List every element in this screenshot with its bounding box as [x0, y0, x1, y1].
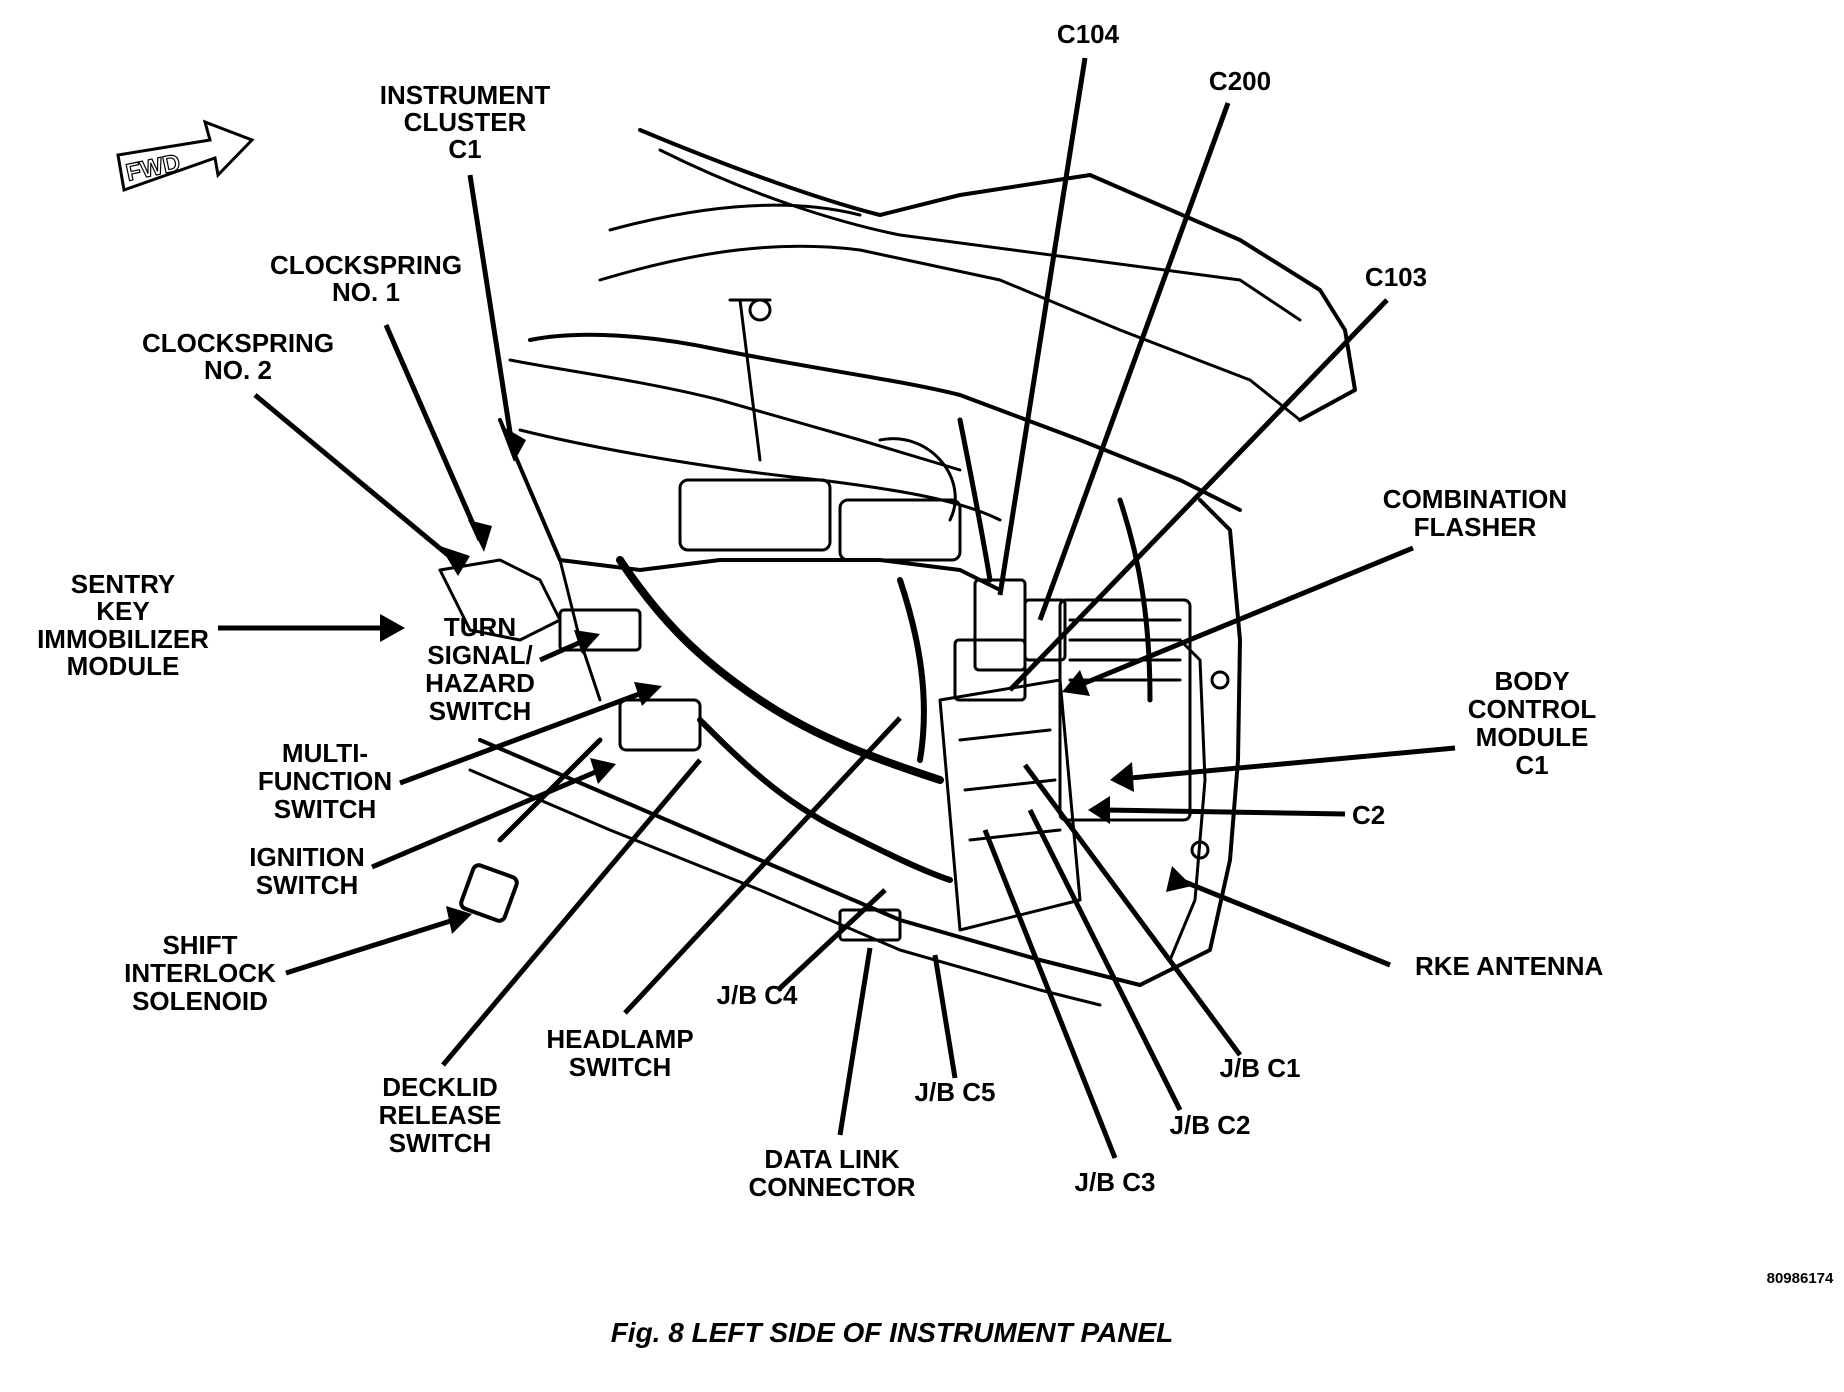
- label-turn-signal-line3: HAZARD: [425, 668, 535, 698]
- label-turn-signal-line4: SWITCH: [429, 696, 532, 726]
- leader-headlamp-switch: [623, 716, 902, 1015]
- label-body-control-line1: BODY: [1494, 666, 1569, 696]
- label-headlamp-switch-line2: SWITCH: [569, 1052, 672, 1082]
- leader-c2: [1104, 807, 1346, 817]
- label-jb-c1: J/B C1: [1220, 1053, 1301, 1083]
- label-sentry-key-line4: MODULE: [67, 651, 180, 681]
- leader-shift-interlock: [285, 915, 461, 976]
- arrowhead-clockspring-no2: [440, 546, 470, 576]
- arrowhead-clockspring-no1: [468, 520, 492, 552]
- label-combination-flasher-line1: COMBINATION: [1383, 484, 1567, 514]
- label-c200: C200: [1209, 66, 1271, 96]
- labels: INSTRUMENT CLUSTER C1 CLOCKSPRING NO. 1 …: [37, 19, 1603, 1202]
- label-clockspring-no1-line2: NO. 1: [332, 277, 400, 307]
- arrowhead-sentry-key: [380, 614, 405, 642]
- label-body-control-line2: CONTROL: [1468, 694, 1597, 724]
- leader-clockspring-no2: [253, 393, 462, 567]
- label-decklid-release-line1: DECKLID: [382, 1072, 498, 1102]
- label-jb-c2: J/B C2: [1170, 1110, 1251, 1140]
- leader-data-link: [837, 947, 873, 1136]
- leader-jb-c1: [1022, 763, 1243, 1057]
- leader-jb-c5: [932, 954, 958, 1079]
- arrowhead-c2: [1088, 796, 1110, 824]
- label-instrument-cluster-c1-line2: CLUSTER: [404, 107, 527, 137]
- leader-combination-flasher: [1079, 545, 1414, 688]
- leader-jb-c2: [1027, 808, 1183, 1112]
- label-c103: C103: [1365, 262, 1427, 292]
- label-multi-function-line3: SWITCH: [274, 794, 377, 824]
- label-combination-flasher-line2: FLASHER: [1414, 512, 1537, 542]
- label-c104: C104: [1057, 19, 1120, 49]
- leader-multi-function: [399, 687, 651, 786]
- label-turn-signal-line2: SIGNAL/: [427, 640, 532, 670]
- arrowhead-ignition-switch: [590, 758, 616, 784]
- forward-arrow-icon: FWD: [116, 119, 255, 193]
- leader-ignition-switch: [371, 765, 606, 870]
- label-body-control-line4: C1: [1515, 750, 1548, 780]
- leader-decklid-release: [441, 758, 702, 1067]
- label-clockspring-no1-line1: CLOCKSPRING: [270, 250, 462, 280]
- figure-caption: Fig. 8 LEFT SIDE OF INSTRUMENT PANEL: [611, 1317, 1174, 1348]
- arrowhead-instrument-cluster-c1: [500, 425, 526, 462]
- label-instrument-cluster-c1-line3: C1: [448, 134, 481, 164]
- label-jb-c3: J/B C3: [1075, 1167, 1156, 1197]
- label-jb-c4: J/B C4: [717, 980, 798, 1010]
- label-rke-antenna: RKE ANTENNA: [1415, 951, 1603, 981]
- label-shift-interlock-line2: INTERLOCK: [124, 958, 276, 988]
- arrowhead-rke-antenna: [1166, 866, 1192, 892]
- leader-body-control: [1129, 745, 1456, 781]
- figure-code: 80986174: [1767, 1270, 1834, 1287]
- label-jb-c5: J/B C5: [915, 1077, 996, 1107]
- label-sentry-key-line1: SENTRY: [71, 569, 176, 599]
- label-shift-interlock-line3: SOLENOID: [132, 986, 268, 1016]
- leader-lines: [218, 57, 1456, 1159]
- label-turn-signal-line1: TURN: [444, 612, 516, 642]
- leader-rke-antenna: [1179, 877, 1391, 968]
- label-ignition-switch-line1: IGNITION: [249, 842, 365, 872]
- label-sentry-key-line3: IMMOBILIZER: [37, 624, 209, 654]
- label-shift-interlock-line1: SHIFT: [162, 930, 237, 960]
- label-decklid-release-line2: RELEASE: [379, 1100, 502, 1130]
- label-body-control-line3: MODULE: [1476, 722, 1589, 752]
- leader-clockspring-no1: [383, 323, 483, 542]
- arrowhead-combination-flasher: [1062, 670, 1090, 696]
- label-data-link-line1: DATA LINK: [764, 1144, 899, 1174]
- leader-c103: [1008, 298, 1389, 692]
- arrowhead-body-control: [1110, 762, 1134, 792]
- label-multi-function-line2: FUNCTION: [258, 766, 392, 796]
- arrowhead-turn-signal: [574, 630, 600, 654]
- label-c2: C2: [1352, 800, 1385, 830]
- instrument-panel-drawing: [438, 128, 1357, 1007]
- leader-jb-c3: [982, 829, 1118, 1159]
- label-multi-function-line1: MULTI-: [282, 738, 368, 768]
- label-clockspring-no2-line1: CLOCKSPRING: [142, 328, 334, 358]
- label-decklid-release-line3: SWITCH: [389, 1128, 492, 1158]
- leader-c104: [997, 57, 1088, 596]
- label-instrument-cluster-c1-line1: INSTRUMENT: [380, 80, 551, 110]
- arrowhead-multi-function: [634, 682, 662, 706]
- label-ignition-switch-line2: SWITCH: [256, 870, 359, 900]
- label-sentry-key-line2: KEY: [96, 596, 149, 626]
- leader-c200: [1037, 102, 1231, 621]
- leader-instrument-cluster-c1: [467, 174, 515, 446]
- label-headlamp-switch-line1: HEADLAMP: [546, 1024, 693, 1054]
- label-clockspring-no2-line2: NO. 2: [204, 355, 272, 385]
- leader-jb-c4: [776, 888, 887, 992]
- label-data-link-line2: CONNECTOR: [748, 1172, 915, 1202]
- arrowhead-shift-interlock: [446, 906, 472, 934]
